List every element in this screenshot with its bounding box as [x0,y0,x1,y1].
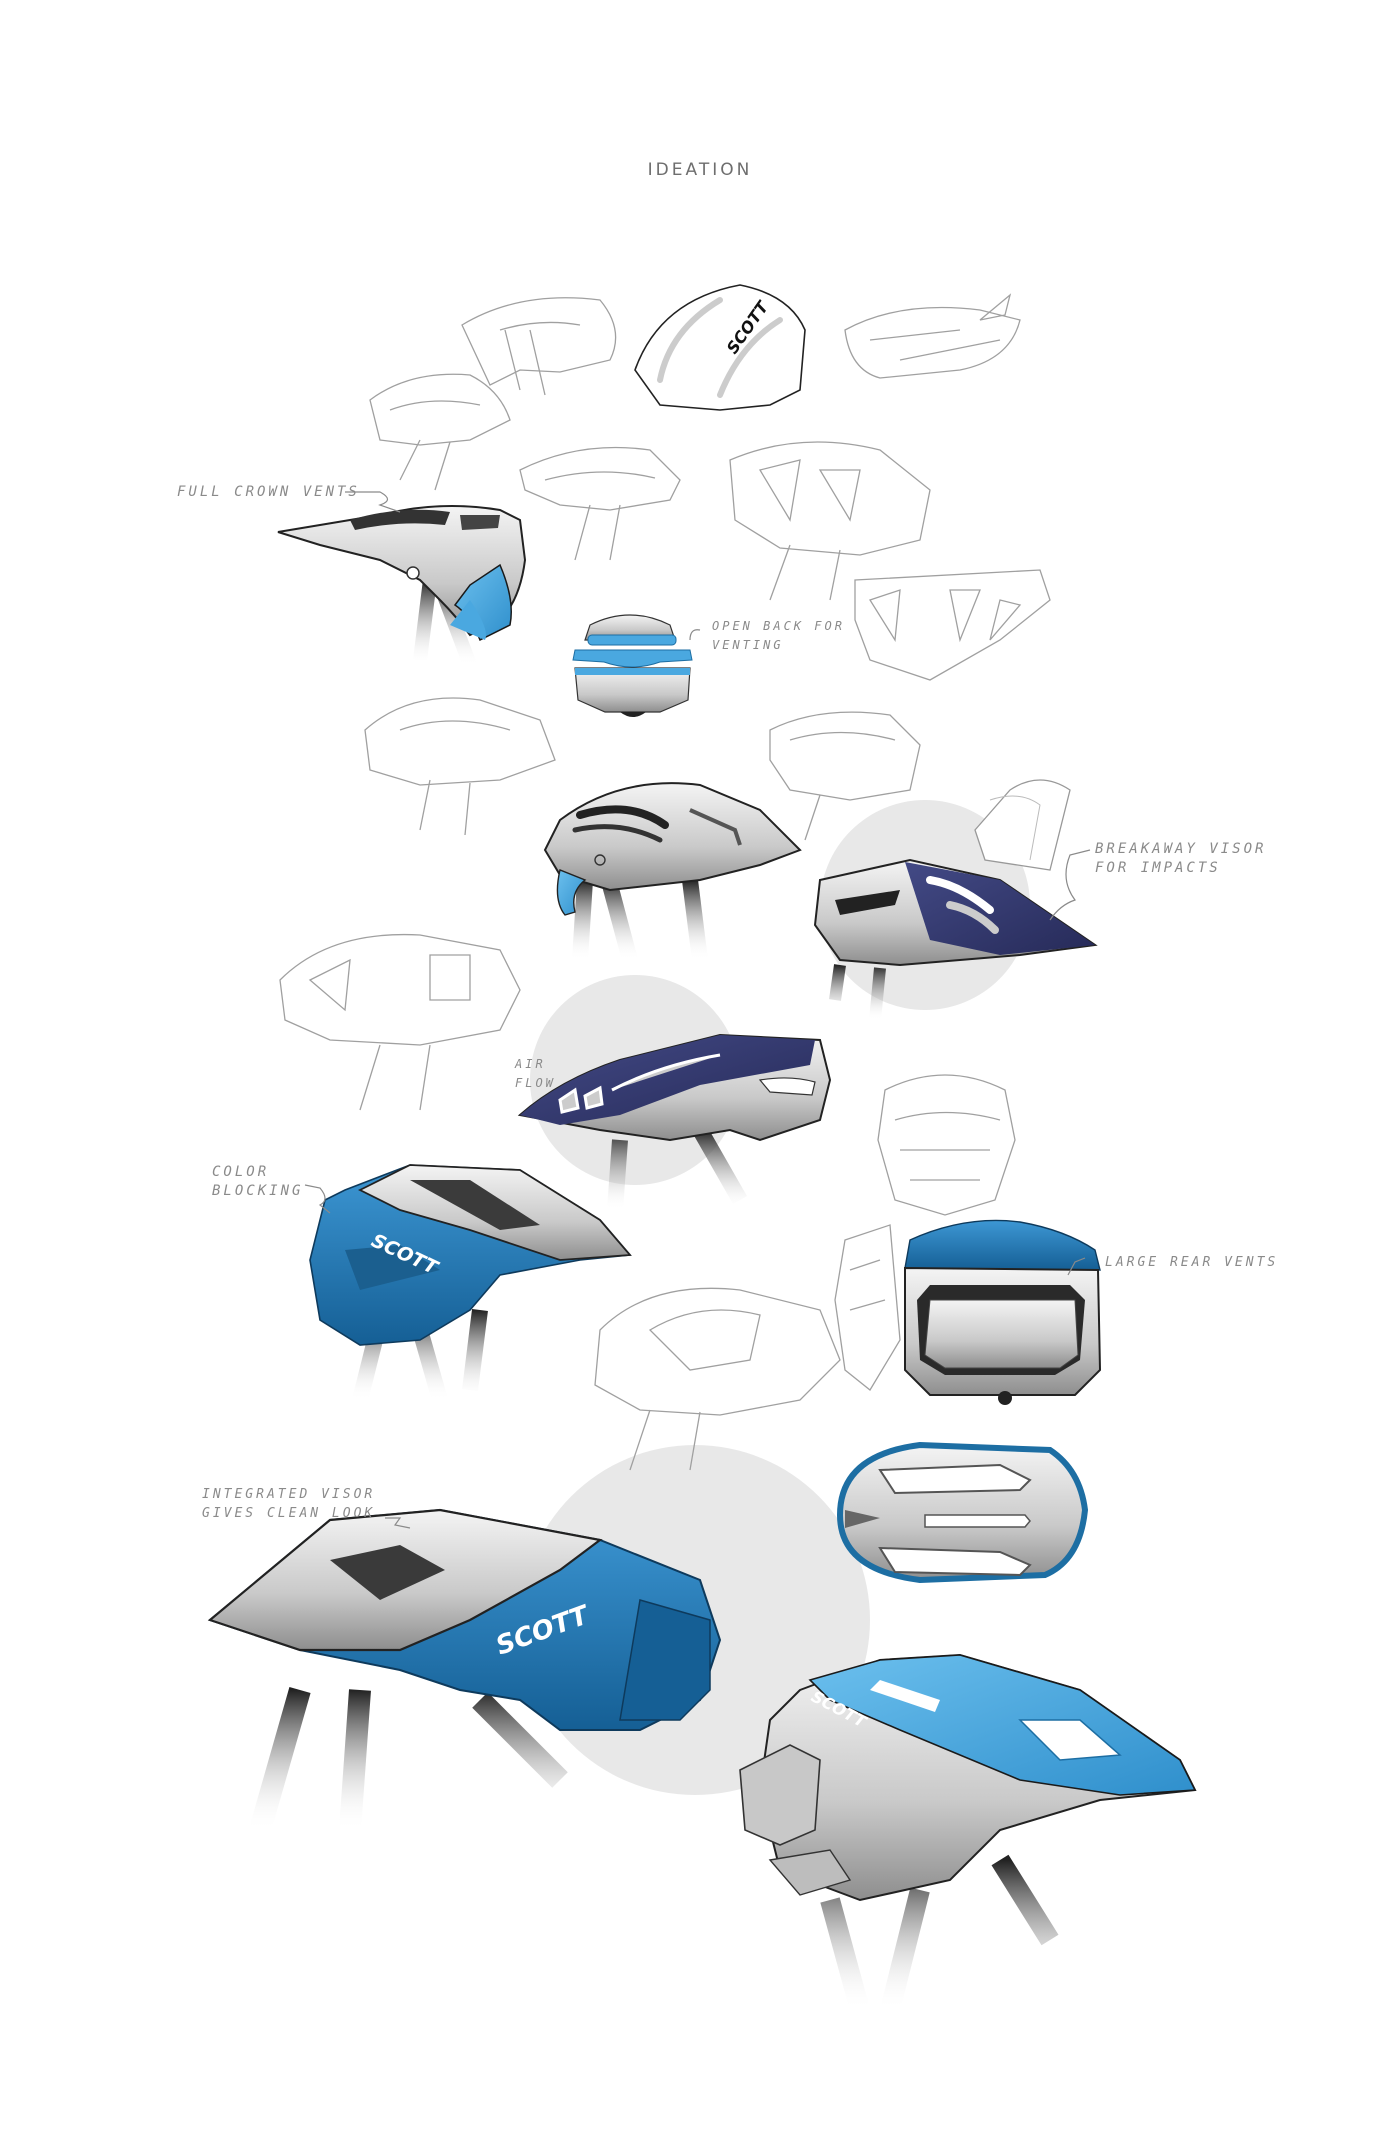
annotation-full-crown-vents: Full crown vents [177,484,360,500]
rendered-integrated-visor-helmet: SCOTT [207,1508,722,1834]
rendered-grey-vented-helmet [543,782,802,963]
rendered-top-view-helmet [836,1441,1089,1584]
rendered-breakaway-visor-helmet [813,779,1098,1021]
annotation-leaders [304,491,1091,1529]
annotation-breakaway-visor: Breakaway visor for impacts [1095,841,1267,876]
rendered-air-flow-helmet [517,1033,832,1211]
rendered-large-rear-vents-helmet [904,1219,1102,1405]
rendered-open-back-helmet [572,614,693,717]
annotation-air-flow: Air flow [515,1057,556,1090]
annotation-color-blocking: Color blocking [212,1164,304,1199]
annotation-large-rear-vents: Large rear vents [1105,1255,1279,1270]
annotation-integrated-visor: Integrated visor gives clean look [202,1487,376,1521]
annotation-open-back: Open back for venting [712,619,845,652]
rendered-final-blue-visor-helmet: SCOTT [739,1653,1197,2013]
page-title: IDEATION [647,160,753,180]
rendered-color-blocking-helmet: SCOTT [309,1164,632,1403]
scott-top-line-sketch: SCOTT [634,284,806,411]
rendered-full-crown-helmet [277,505,527,668]
line-sketches [279,293,1051,1471]
